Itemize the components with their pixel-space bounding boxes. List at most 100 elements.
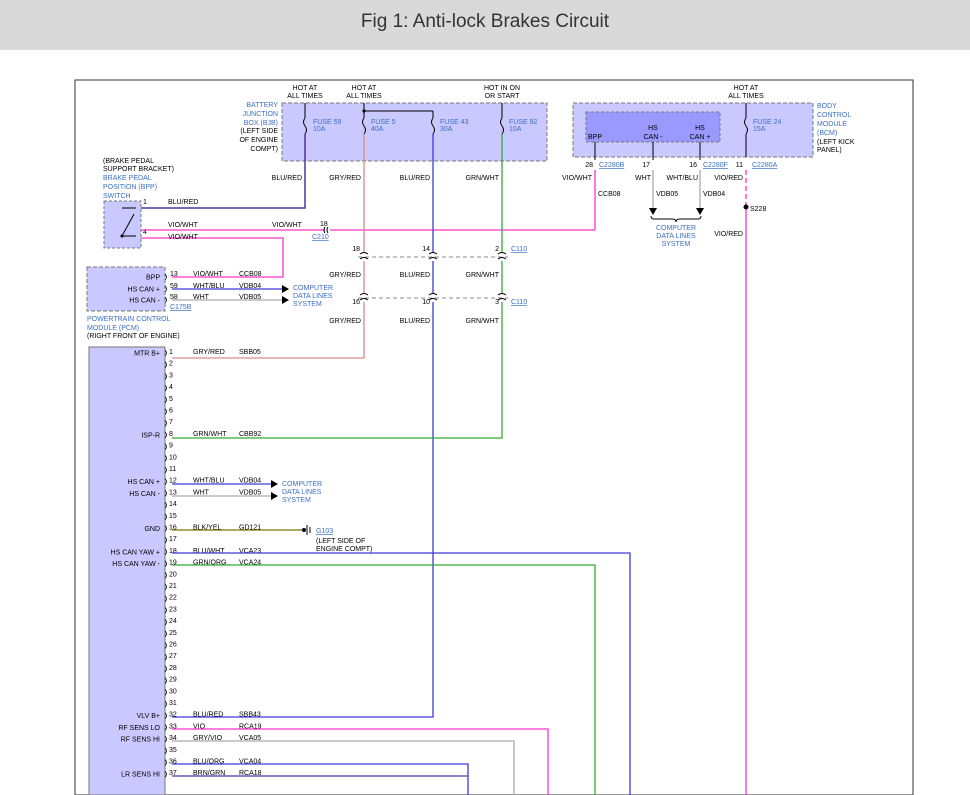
abs-pin-connector — [164, 455, 167, 462]
wire-label-bcm-vdb05: VDB05 — [656, 191, 678, 198]
abs-pin-number: 21 — [169, 583, 177, 590]
page-title: Fig 1: Anti-lock Brakes Circuit — [360, 11, 610, 32]
bcm-connector-c2280f: C2280F — [703, 162, 728, 169]
bcm-can-minus-2: CAN - — [643, 134, 663, 141]
abs-pin-circuit: VCA23 — [239, 548, 261, 555]
fuse59-rating: 10A — [313, 126, 326, 133]
wire-label-bcm-ccb08: CCB08 — [598, 191, 621, 198]
abs-pin-label: MTR B+ — [134, 351, 160, 358]
fuse5-rating: 40A — [371, 126, 384, 133]
abs-pin-number: 1 — [169, 349, 173, 356]
abs-pin-connector — [164, 443, 167, 450]
wire-gry-red-to-abs — [172, 302, 365, 359]
abs-pin-circuit: VCA04 — [239, 759, 261, 766]
abs-pin-number: 20 — [169, 571, 177, 578]
wire-label-mid-grn-wht: GRN/WHT — [466, 272, 500, 279]
abs-pin-number: 24 — [169, 618, 177, 625]
c110b-symbol-2 — [428, 293, 438, 301]
abs-pin-wire-color: VIO — [193, 723, 206, 730]
wire-label-fuse5-gry-red: GRY/RED — [329, 175, 361, 182]
bcm-can-plus-1: HS — [695, 125, 705, 132]
pcm-row-label: HS CAN + — [128, 287, 160, 294]
abs-pin-number: 11 — [169, 466, 176, 473]
bcm-label-4: (BCM) — [817, 130, 837, 137]
abs-pin-number: 31 — [169, 700, 177, 707]
bcm-can-plus-2: CAN + — [690, 134, 711, 141]
abs-pin-wire-color: GRN/WHT — [193, 431, 227, 438]
abs-pin-connector — [164, 490, 167, 497]
bpp-switch-label-3: SWITCH — [103, 193, 131, 200]
pcm-location: (RIGHT FRONT OF ENGINE) — [87, 333, 180, 340]
pcm-row-pin: 58 — [170, 294, 178, 301]
bcm-can-minus-1: HS — [648, 125, 658, 132]
fuse59-symbol — [303, 117, 307, 135]
abs-pin-connector — [164, 349, 167, 357]
fuse92-name: FUSE 92 — [509, 119, 538, 126]
arrow-abs-can-plus — [271, 480, 278, 488]
bcm-pin-16: 16 — [689, 162, 697, 169]
c110b-symbol-3 — [497, 293, 507, 301]
abs-pin-connector — [164, 759, 167, 766]
bpp-switch-bracket-2: SUPPORT BRACKET) — [103, 166, 174, 173]
wire-label-bpp-vio-wht-2: VIO/WHT — [272, 222, 303, 229]
abs-pin-number: 29 — [169, 677, 177, 684]
abs-pin-wire-color: BLU/ORG — [193, 759, 225, 766]
pcm-row-pin: 59 — [170, 283, 178, 290]
ground-g103-loc-2: ENGINE COMPT) — [316, 546, 372, 553]
abs-pin-connector — [164, 642, 167, 649]
abs-pin-connector — [164, 396, 167, 404]
abs-pin-label: HS CAN YAW + — [111, 549, 160, 556]
wire-label-bpp-vio-wht-3: VIO/WHT — [168, 234, 199, 241]
hot-label-fuse5-2: ALL TIMES — [346, 93, 382, 100]
abs-pin-number: 22 — [169, 595, 177, 602]
abs-pin-connector — [164, 747, 167, 755]
wire-label-bcm-wht: WHT — [635, 175, 652, 182]
abs-pin-label: HS CAN + — [128, 479, 160, 486]
hot-label-fuse92-2: OR START — [485, 93, 520, 100]
abs-cdl-3: SYSTEM — [282, 497, 311, 504]
bpp-switch-pin1: 1 — [143, 199, 147, 206]
bjb-location-3: COMPT) — [250, 146, 278, 153]
fuse5-name: FUSE 5 — [371, 119, 396, 126]
wire-label-bcm-vio-wht: VIO/WHT — [562, 175, 593, 182]
c110a-pin-18: 18 — [352, 246, 360, 253]
abs-pin-wire-color: BLU/WHT — [193, 548, 225, 555]
abs-pin-number: 32 — [169, 712, 177, 719]
cdl-top-3: SYSTEM — [662, 241, 691, 248]
abs-pin-connector — [164, 373, 167, 380]
wire-label-bcm-vio-red-2: VIO/RED — [714, 231, 743, 238]
fuse59-name: FUSE 59 — [313, 119, 342, 126]
abs-pin-number: 23 — [169, 606, 177, 613]
abs-pin-connector — [164, 724, 167, 731]
wire-label-mid-gry-red: GRY/RED — [329, 272, 361, 279]
abs-pin-number: 12 — [169, 478, 177, 485]
pcm-row-circuit: CCB08 — [239, 271, 262, 278]
bcm-connector-c2280a: C2280A — [752, 162, 778, 169]
bcm-pin-17: 17 — [642, 162, 650, 169]
wire-label-fuse92-grn-wht: GRN/WHT — [466, 175, 500, 182]
pcm-connector: C175B — [170, 304, 192, 311]
abs-pin-label: RF SENS LO — [118, 725, 160, 732]
pcm-box — [86, 266, 166, 312]
bpp-switch-pin4: 4 — [143, 229, 147, 236]
bpp-switch-lever — [121, 213, 135, 237]
hot-label-fuse24-1: HOT AT — [734, 85, 759, 92]
abs-pin-number: 8 — [169, 431, 173, 438]
arrow-pcm-can-minus — [282, 296, 289, 304]
abs-pin-connector — [164, 607, 167, 614]
fuse24-symbol — [744, 117, 748, 135]
abs-pin-number: 14 — [169, 501, 177, 508]
abs-pin-connector — [164, 501, 167, 509]
pcm-row-connector — [164, 285, 167, 293]
abs-pin-circuit: SBB43 — [239, 712, 261, 719]
abs-pin-number: 34 — [169, 735, 177, 742]
pcm-row-label: BPP — [146, 275, 160, 282]
arrow-bcm-can-minus — [649, 208, 657, 215]
pcm-cdl-3: SYSTEM — [293, 301, 322, 308]
fuse5-symbol — [362, 117, 366, 135]
fuse24-name: FUSE 24 — [753, 119, 782, 126]
abs-pin-connector — [164, 583, 167, 591]
abs-pin-number: 33 — [169, 723, 177, 730]
abs-pin-wire-color: GRY/RED — [193, 349, 225, 356]
